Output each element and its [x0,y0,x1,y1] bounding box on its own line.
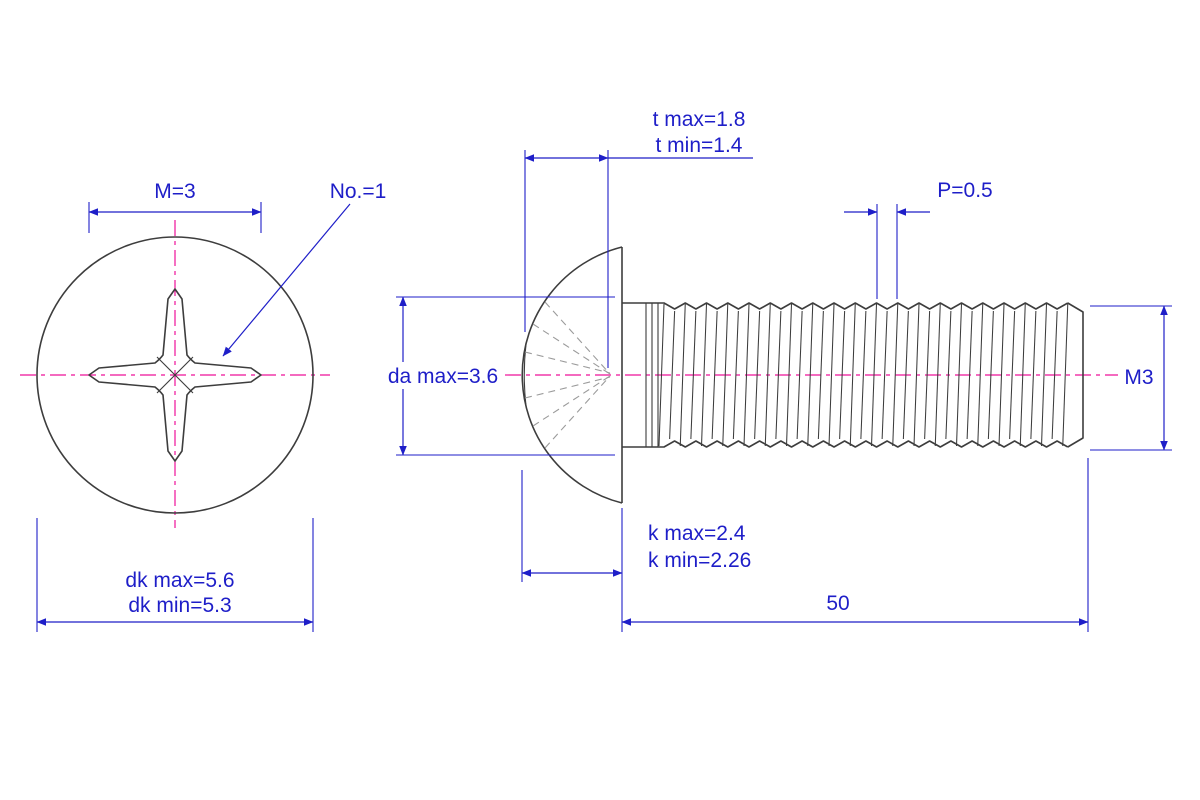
thread-line [902,310,909,440]
thread-line [711,310,718,440]
recess-width-dimension: M=3 [154,180,195,203]
thread-line [690,310,697,440]
thread-line [924,310,931,440]
thread-line [817,310,824,440]
thread-line [1009,310,1016,440]
hidden-recess-line [544,375,611,449]
thread-line [775,310,782,440]
hidden-recess-line [524,351,611,374]
thread-line [658,303,665,447]
hidden-recess-line [524,376,611,399]
head-dia-min-dimension: dk min=5.3 [128,594,231,617]
thread-line [839,310,846,440]
shank-top-silhouette [622,302,1069,310]
label-background [386,362,500,389]
thread-line [1051,310,1058,440]
thread-line [1030,310,1037,440]
thread-line [934,303,941,447]
thread-line [966,310,973,440]
thread-line [722,303,729,447]
thread-line [892,303,899,447]
front-view: M=3 No.=1 dk max=5.6 dk min=5.3 [20,180,386,632]
thread-line [913,303,920,447]
hidden-recess-line [532,375,611,427]
thread-line [849,303,856,447]
thread-line [881,310,888,440]
thread-line [669,310,676,440]
thread-line [870,303,878,447]
thread-line [785,303,793,447]
recess-opening-edge [523,343,527,407]
recess-facet-line [156,356,194,394]
thread-line [998,303,1005,447]
thread-line [700,303,708,447]
thread-line [764,303,771,447]
thread-pattern [622,302,1084,448]
thread-line [987,310,994,440]
recess-number-label: No.=1 [330,180,387,203]
thread-line [860,310,867,440]
thread-size-dimension: M3 [1124,366,1153,389]
thread-end-chamfer [1067,302,1084,448]
pitch-dimension: P=0.5 [937,179,992,202]
thread-line [977,303,984,447]
thread-line [807,303,814,447]
thread-line [679,303,686,447]
thread-line [945,310,952,440]
thread-line [828,303,835,447]
head-height-max-dimension: k max=2.4 [648,522,746,545]
recess-depth-max-dimension: t max=1.8 [653,108,746,131]
thread-line [743,303,750,447]
hidden-recess-line [532,323,611,375]
thread-line [955,303,963,447]
thread-line [732,310,739,440]
shank-bottom-silhouette [622,440,1069,448]
thread-line [796,310,803,440]
head-dome-outline [521,246,623,504]
side-view: t max=1.8 t min=1.4 P=0.5 da max=3.6 M3 … [386,108,1172,632]
head-outline-circle [36,236,314,514]
thread-line [1040,303,1048,447]
underhead-dia-dimension: da max=3.6 [388,365,498,388]
leader-line [222,203,351,357]
recess-depth-min-dimension: t min=1.4 [656,134,743,157]
thread-line [1062,303,1069,447]
length-dimension: 50 [826,592,849,615]
thread-line [1019,303,1026,447]
head-dia-max-dimension: dk max=5.6 [125,569,234,592]
head-height-min-dimension: k min=2.26 [648,549,751,572]
hidden-recess-line [544,301,611,375]
thread-line [754,310,761,440]
